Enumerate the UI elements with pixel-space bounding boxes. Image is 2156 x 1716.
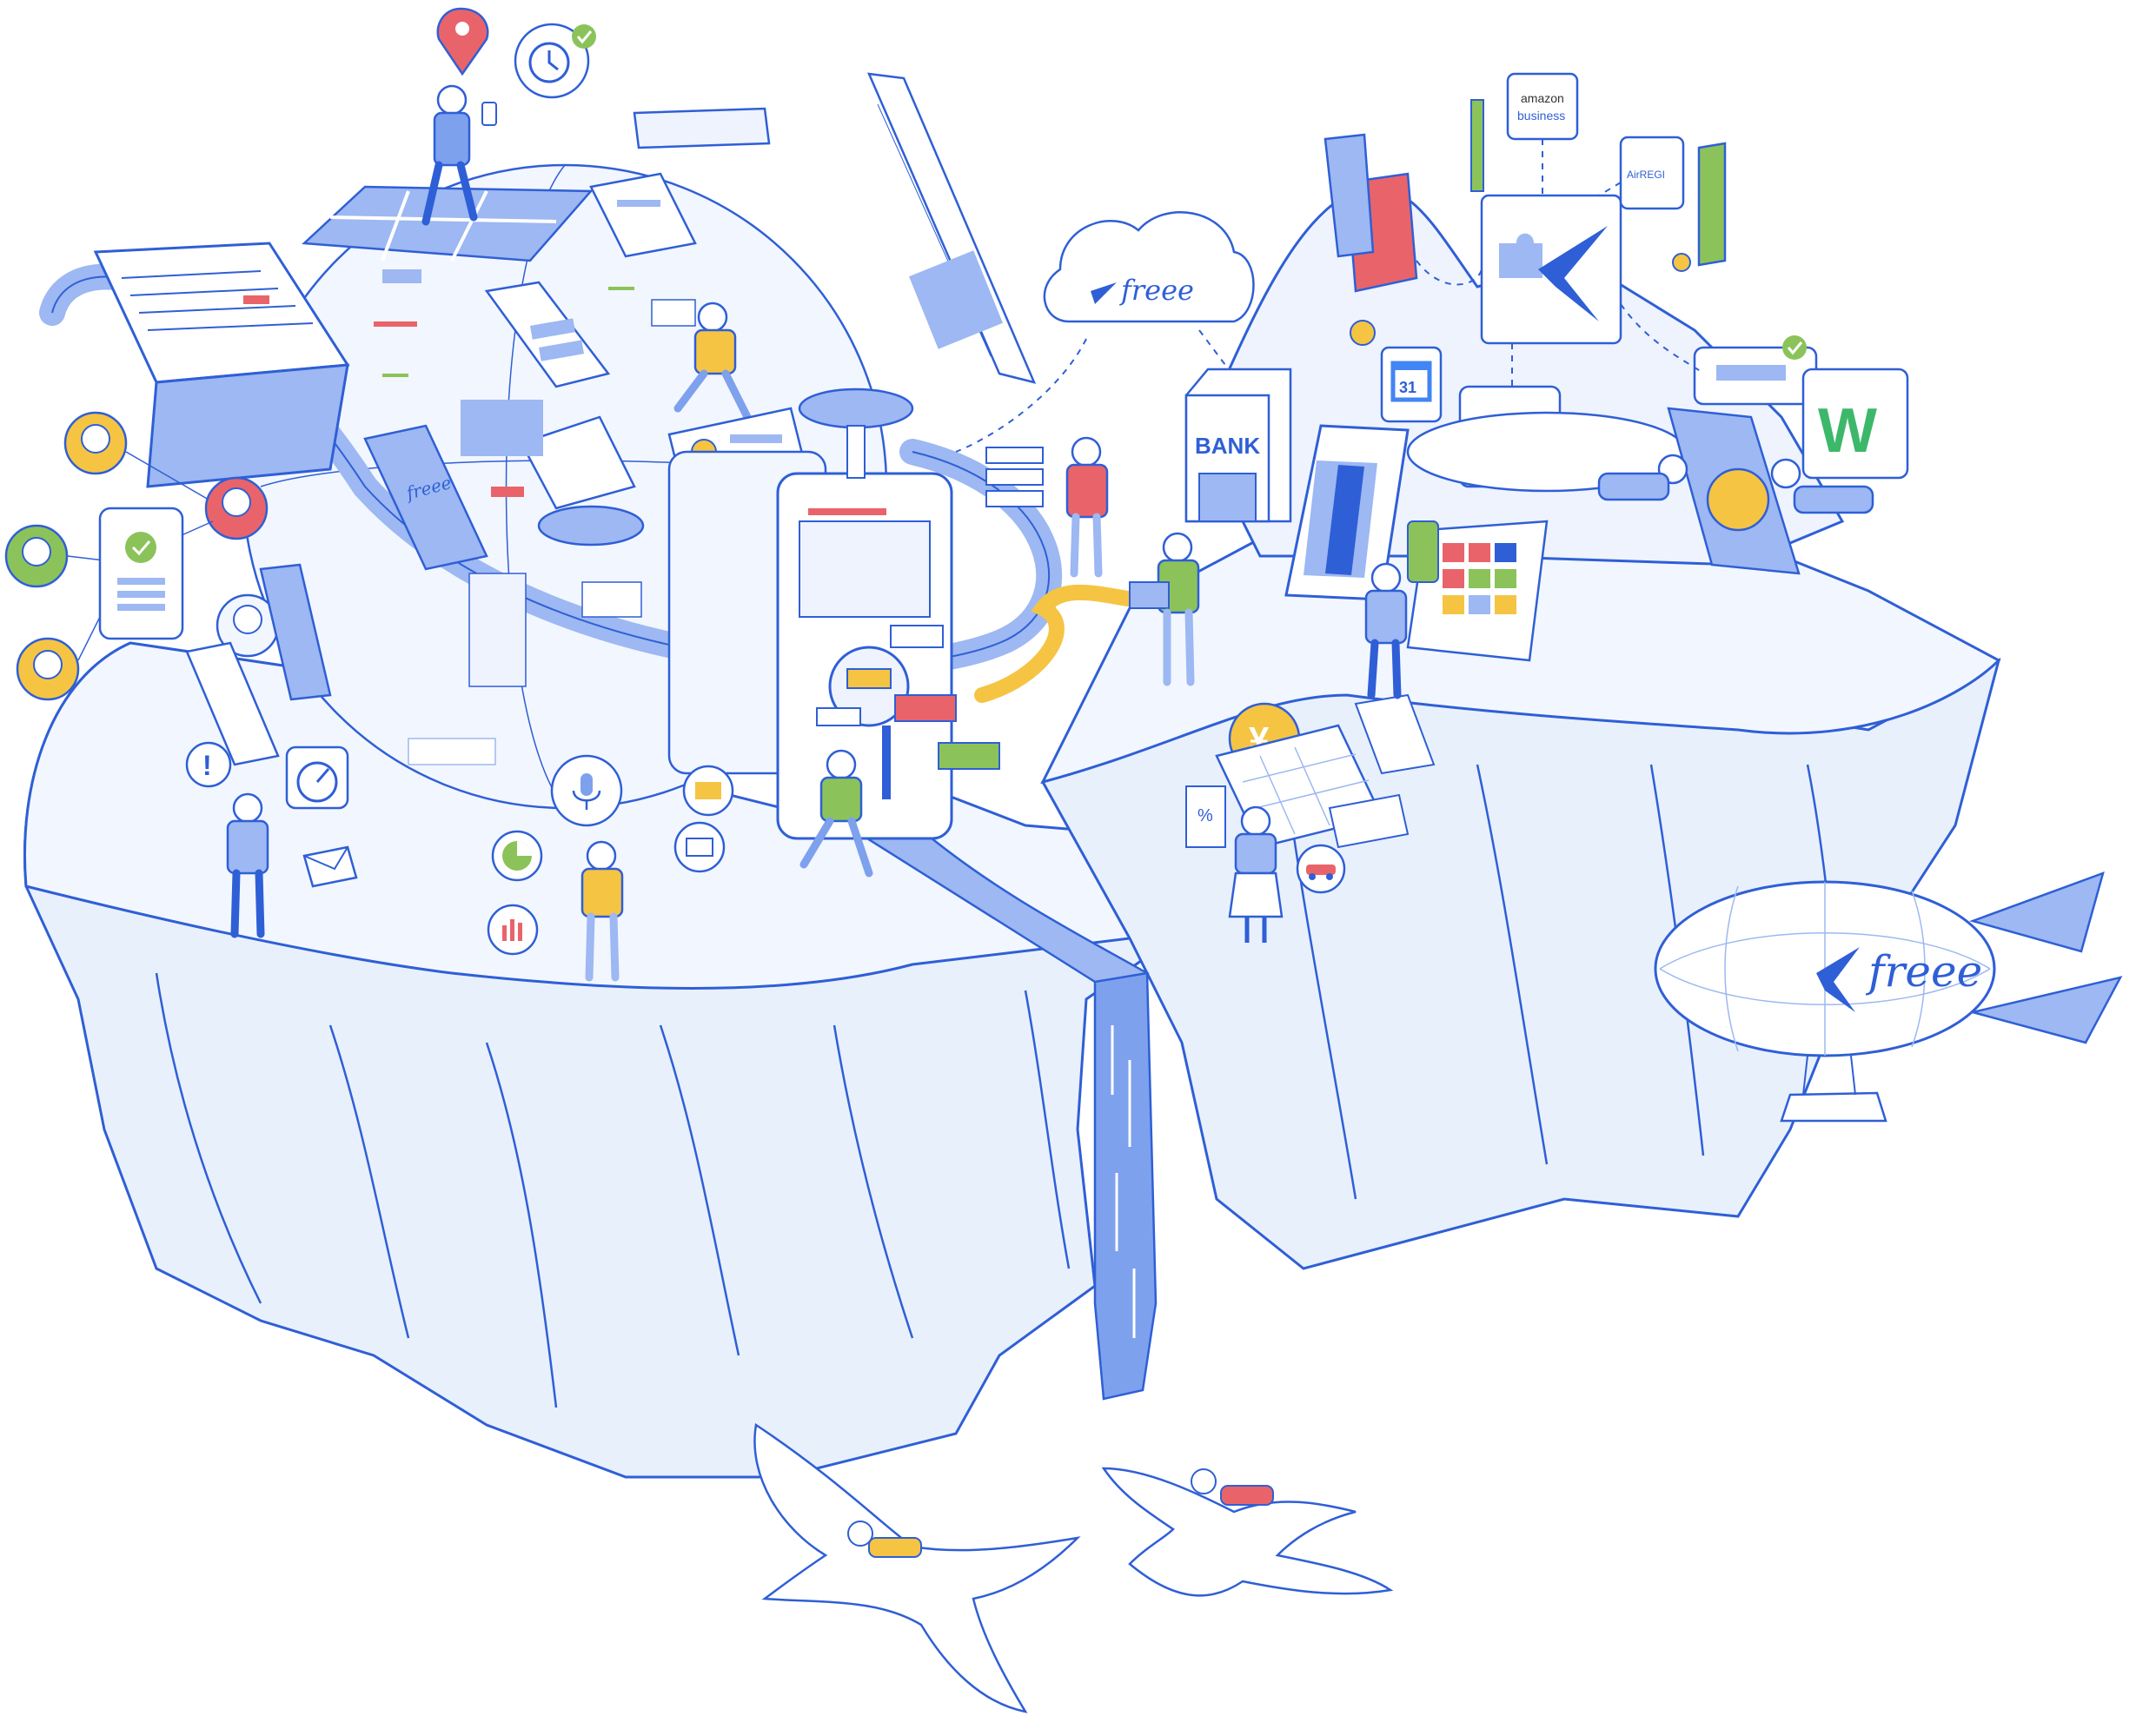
check-icon: [1782, 335, 1807, 360]
pointing-woman: [1228, 805, 1284, 943]
freee-bird-icon: [1816, 947, 1860, 1012]
map-tile: [302, 185, 594, 262]
yellow-path: [974, 584, 1172, 703]
chat-bubble: [1693, 335, 1818, 406]
cloud-freee: freee: [1043, 211, 1255, 323]
phone-checklist: [484, 281, 611, 388]
receipt-3: [1328, 793, 1410, 849]
green-book: [1697, 142, 1727, 267]
exclaim-bubble: !: [185, 741, 232, 788]
decorative-marks: [374, 269, 696, 765]
airregi-text: AirREGI: [1627, 169, 1665, 181]
walking-man: [421, 84, 497, 226]
amazon-line1: amazon: [1521, 91, 1564, 105]
standing-man-red: [1065, 436, 1109, 578]
check-icon: [125, 532, 156, 563]
phone-bar: [1284, 424, 1410, 601]
big-phone-front: [776, 472, 1000, 840]
laptop-man: [1129, 532, 1200, 686]
pushing-man: [799, 749, 873, 878]
receipt-percent: %: [1197, 806, 1213, 825]
puzzle-icon: [1499, 233, 1542, 278]
yellow-dot-2: [1672, 253, 1691, 272]
manta-ray-right: [1101, 1467, 1394, 1597]
receipt-1: %: [1185, 785, 1226, 848]
exclaim-text: !: [202, 750, 212, 781]
google-calendar-card: 31: [1380, 346, 1443, 423]
calendar-day: 31: [1399, 379, 1416, 396]
floating-laptop-top: [866, 72, 1037, 384]
floating-disc: [798, 388, 914, 479]
yellow-dot: [1350, 320, 1376, 346]
w-logo-card: W: [1801, 368, 1909, 480]
list-doc-bubble: [673, 765, 734, 873]
microphone-bubble: [550, 754, 623, 827]
amazon-business-card: amazon business: [1506, 72, 1579, 141]
standing-man-left: [226, 792, 269, 938]
phone-approval: [98, 507, 184, 640]
amazon-line2: business: [1517, 109, 1565, 123]
connectors: [955, 139, 1704, 453]
holding-man: [1364, 520, 1439, 699]
check-icon: [572, 24, 596, 49]
calendar-grid: [1406, 520, 1549, 662]
receipt-2: [1354, 693, 1436, 775]
waterfall: [857, 828, 1158, 1401]
airship-brand-text: freee: [1865, 946, 1982, 997]
server-stack: [985, 447, 1044, 507]
phone-freee: freee: [363, 424, 488, 571]
w-logo-text: W: [1818, 396, 1877, 466]
bank-building: BANK: [1184, 368, 1292, 523]
floating-screen-1: [633, 107, 771, 149]
gauge-icon: [285, 745, 349, 810]
speaking-man: [580, 840, 624, 982]
freee-hub-card: [1480, 194, 1622, 345]
airregi-card: AirREGI: [1619, 136, 1685, 210]
floating-tablet-1: [589, 172, 697, 258]
phone-plug: [1667, 407, 1801, 575]
cloud-brand-text: freee: [1119, 274, 1194, 307]
pie-chart-icon: [491, 830, 543, 882]
google-calendar-icon: 31: [1390, 361, 1432, 402]
clock-bubble: [514, 23, 596, 99]
freee-bird-icon: [1538, 226, 1608, 321]
flying-workers: [1597, 454, 1874, 514]
desktop-monitor: [520, 415, 645, 547]
red-book: [1323, 133, 1418, 293]
map-pin-icon: [436, 7, 489, 76]
clock-icon: [528, 42, 570, 83]
car-icon: [1296, 844, 1346, 894]
microphone-icon: [572, 773, 601, 810]
envelope-icon: [302, 845, 358, 888]
manta-ray-left: [753, 1422, 1081, 1713]
airship: freee: [1654, 871, 2123, 1123]
green-bar-1: [1470, 99, 1484, 192]
running-woman: [673, 301, 752, 421]
bar-chart-icon: [487, 904, 539, 956]
bank-label: BANK: [1195, 433, 1260, 459]
laptop-top-left: [93, 242, 350, 488]
phone-list: [185, 563, 332, 766]
